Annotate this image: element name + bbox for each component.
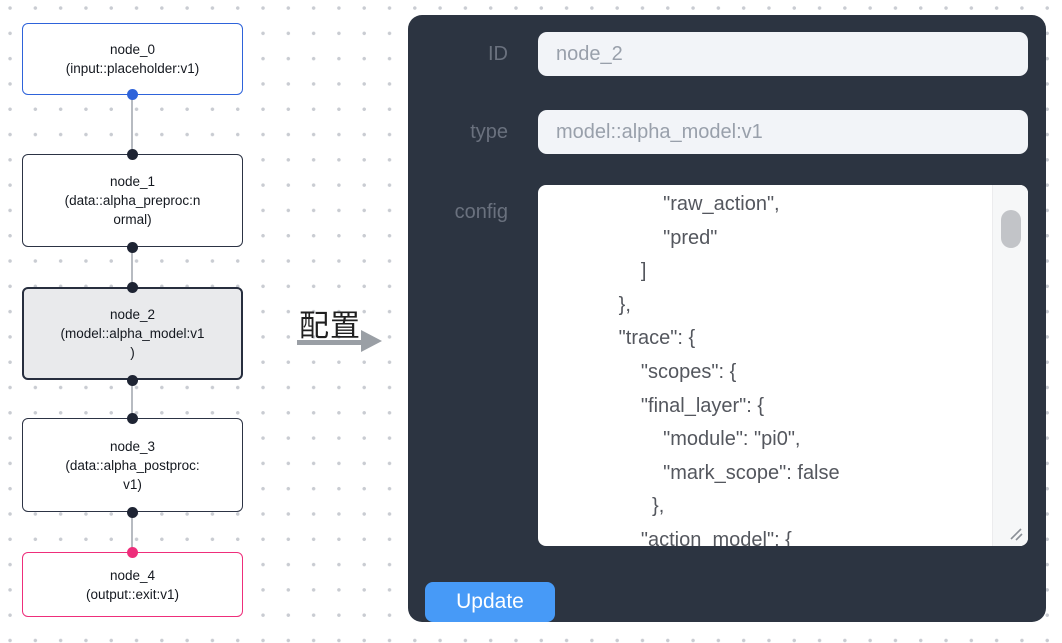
flow-graph-canvas: node_0 (input::placeholder:v1) node_1 (d… <box>0 0 408 643</box>
node-node_2-selected[interactable]: node_2 (model::alpha_model:v1 ) <box>22 287 243 380</box>
scrollbar-track <box>992 185 1028 546</box>
type-field-label: type <box>470 120 508 143</box>
node-node_1[interactable]: node_1 (data::alpha_preproc:n ormal) <box>22 154 243 247</box>
type-input[interactable] <box>538 110 1028 154</box>
node-config-panel: ID type config "raw_action", "pred" ] },… <box>408 15 1046 622</box>
node-label: node_4 (output::exit:v1) <box>85 567 180 602</box>
node_2-target-handle[interactable] <box>127 281 138 293</box>
node-node_0[interactable]: node_0 (input::placeholder:v1) <box>22 23 243 95</box>
node_0-source-handle[interactable] <box>127 88 138 100</box>
node-label: node_2 (model::alpha_model:v1 ) <box>60 307 205 360</box>
node_1-source-handle[interactable] <box>127 241 138 253</box>
edge-node_1-node_2 <box>131 247 133 287</box>
node_3-source-handle[interactable] <box>127 506 138 518</box>
id-field-label: ID <box>488 42 508 65</box>
scrollbar-thumb[interactable] <box>1001 210 1021 248</box>
node-label: node_3 (data::alpha_postproc: v1) <box>65 438 200 492</box>
node-node_3[interactable]: node_3 (data::alpha_postproc: v1) <box>22 418 243 512</box>
config-field-label: config <box>454 200 508 223</box>
node_1-target-handle[interactable] <box>127 148 138 160</box>
config-textarea[interactable]: "raw_action", "pred" ] }, "trace": { "sc… <box>538 185 1028 546</box>
node-label: node_0 (input::placeholder:v1) <box>65 42 200 76</box>
arrow-right-icon <box>297 330 387 354</box>
node-node_4[interactable]: node_4 (output::exit:v1) <box>22 552 243 617</box>
config-annotation-label: 配置 <box>299 310 361 343</box>
edge-node_3-node_4 <box>131 512 133 552</box>
edge-node_0-node_1 <box>131 95 133 154</box>
node_4-target-handle[interactable] <box>127 546 138 558</box>
update-button[interactable]: Update <box>425 582 555 622</box>
node_2-source-handle[interactable] <box>127 374 138 386</box>
edge-node_2-node_3 <box>131 380 133 418</box>
config-json-text: "raw_action", "pred" ] }, "trace": { "sc… <box>618 193 840 546</box>
node_3-target-handle[interactable] <box>127 412 138 424</box>
node-label: node_1 (data::alpha_preproc:n ormal) <box>64 174 201 227</box>
id-input[interactable] <box>538 32 1028 76</box>
resize-grip-icon[interactable] <box>1005 523 1025 543</box>
